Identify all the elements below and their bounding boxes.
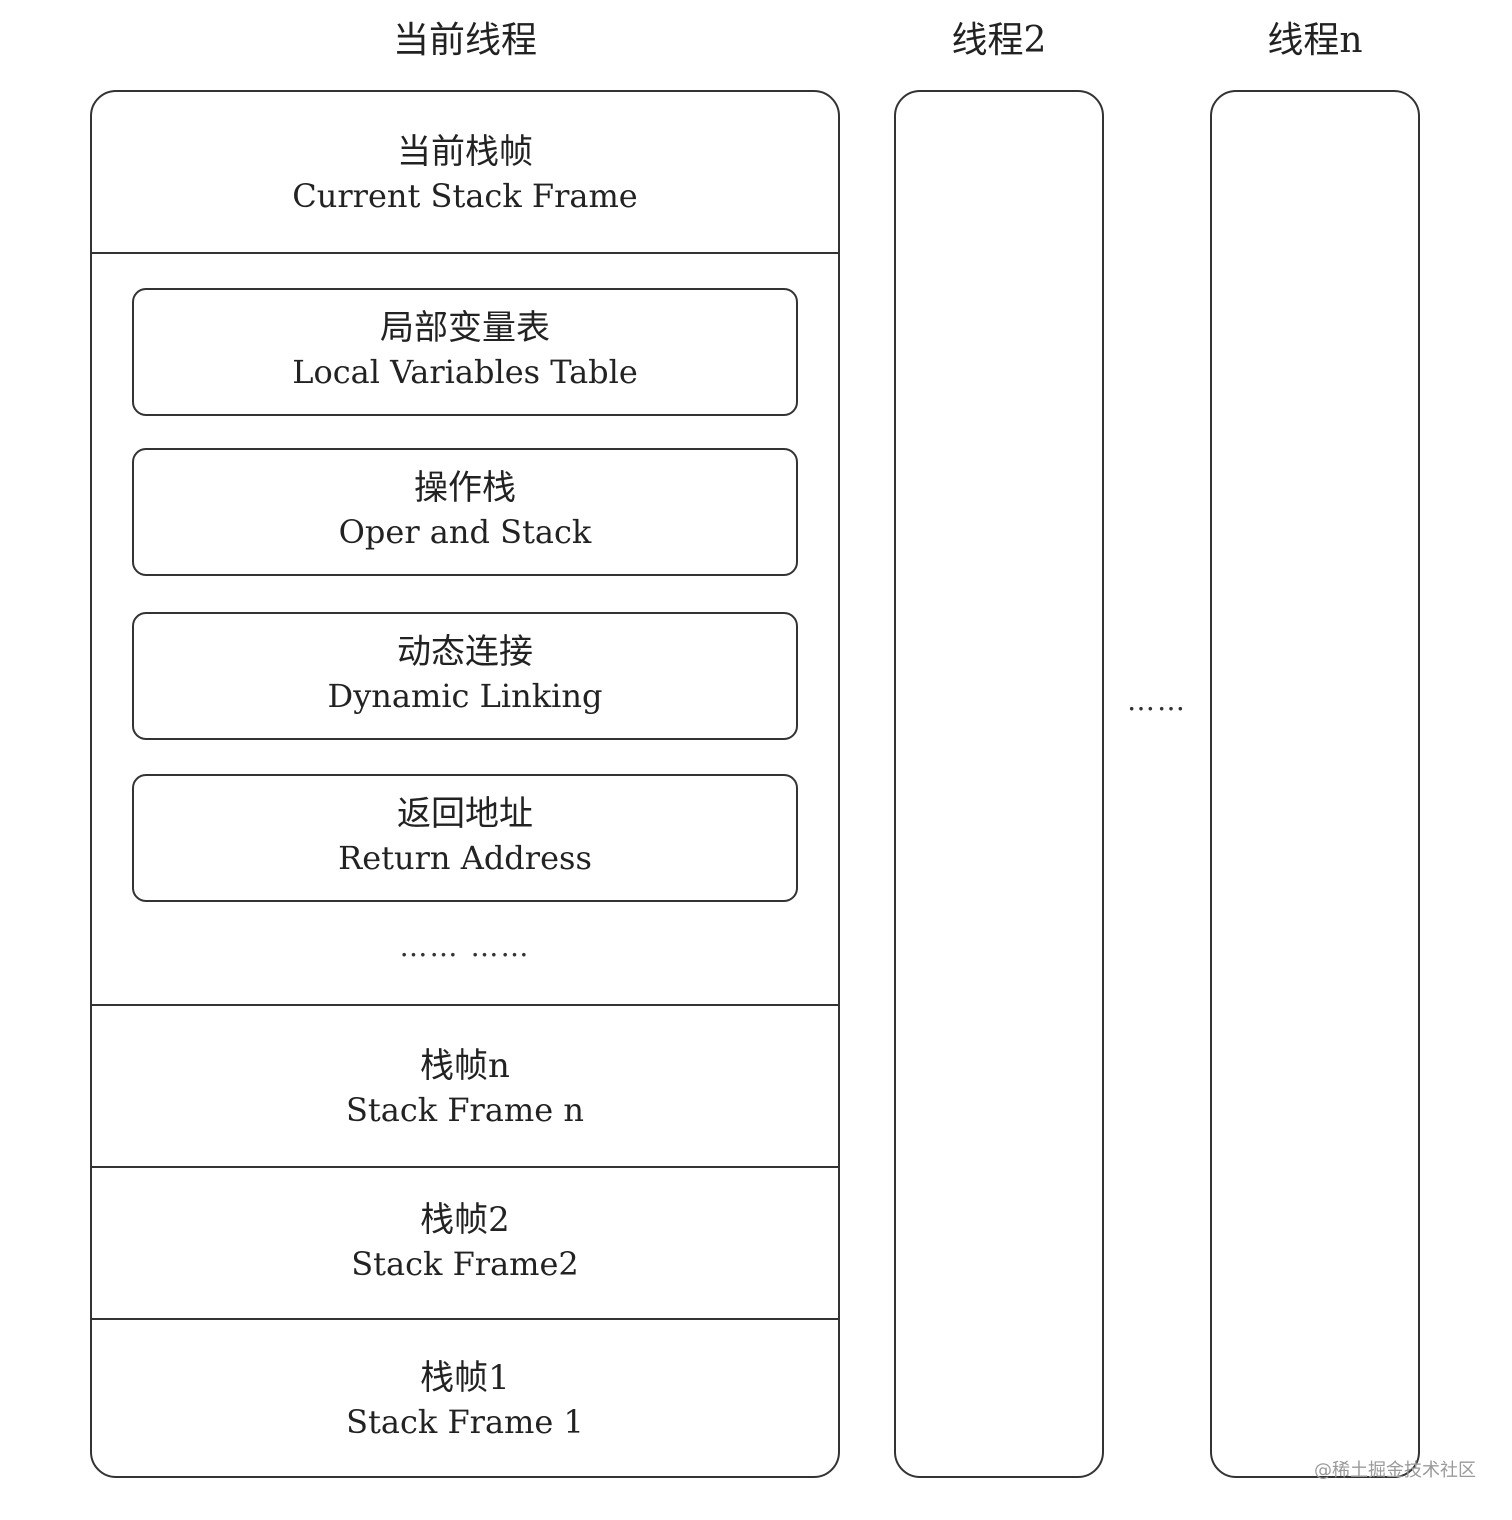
stack-frame-n-en: Stack Frame n: [346, 1091, 584, 1129]
threads-ellipsis: ……: [1127, 684, 1187, 717]
thread-2-title: 线程2: [951, 20, 1047, 61]
current-thread-stack: 当前栈帧 Current Stack Frame 局部变量表 Local Var…: [90, 90, 840, 1478]
stack-frame-2-en: Stack Frame2: [351, 1245, 579, 1283]
local-variables-table-cn: 局部变量表: [380, 308, 550, 348]
thread-2-stack: [894, 90, 1104, 1478]
current-stack-frame-header: 当前栈帧 Current Stack Frame: [92, 130, 838, 250]
current-thread-title: 当前线程: [392, 20, 537, 61]
stack-frame-2: 栈帧2 Stack Frame2: [92, 1198, 838, 1308]
operand-stack-cn: 操作栈: [414, 468, 516, 508]
local-variables-table-box: 局部变量表 Local Variables Table: [132, 288, 798, 416]
stack-frame-1-en: Stack Frame 1: [346, 1403, 584, 1441]
watermark: @稀土掘金技术社区: [1314, 1460, 1476, 1481]
dynamic-linking-box: 动态连接 Dynamic Linking: [132, 612, 798, 740]
local-variables-table-en: Local Variables Table: [292, 353, 638, 391]
operand-stack-box: 操作栈 Oper and Stack: [132, 448, 798, 576]
stack-frame-2-cn: 栈帧2: [420, 1200, 510, 1240]
divider-frame-1: [92, 1318, 838, 1320]
stack-frame-1: 栈帧1 Stack Frame 1: [92, 1356, 838, 1466]
dynamic-linking-en: Dynamic Linking: [327, 677, 603, 715]
stack-frame-1-cn: 栈帧1: [420, 1358, 510, 1398]
return-address-en: Return Address: [338, 839, 592, 877]
divider-frame-n: [92, 1004, 838, 1006]
dynamic-linking-cn: 动态连接: [397, 632, 533, 672]
stack-frame-n: 栈帧n Stack Frame n: [92, 1044, 838, 1154]
divider-current-frame: [92, 252, 838, 254]
current-stack-frame-cn: 当前栈帧: [397, 132, 533, 172]
stack-frame-n-cn: 栈帧n: [420, 1046, 510, 1086]
divider-frame-2: [92, 1166, 838, 1168]
current-stack-frame-en: Current Stack Frame: [292, 177, 638, 215]
thread-n-title: 线程n: [1267, 20, 1363, 61]
return-address-cn: 返回地址: [397, 794, 533, 834]
thread-n-stack: [1210, 90, 1420, 1478]
frame-parts-ellipsis: …… ……: [399, 930, 531, 963]
operand-stack-en: Oper and Stack: [338, 513, 592, 551]
return-address-box: 返回地址 Return Address: [132, 774, 798, 902]
